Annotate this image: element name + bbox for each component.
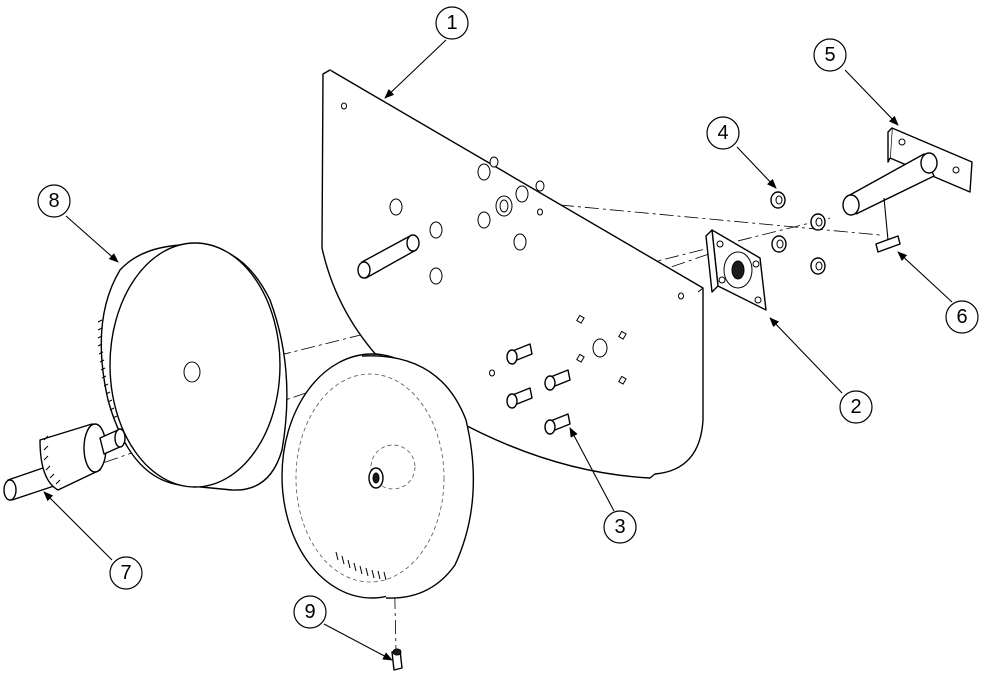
set-pin	[391, 648, 403, 671]
balloon-3: 3	[603, 510, 637, 544]
balloon-8: 8	[37, 184, 71, 218]
leader-lines	[43, 39, 953, 661]
balloon-1-label: 1	[446, 12, 457, 34]
pins	[506, 343, 571, 435]
pinion-shaft	[3, 423, 126, 501]
balloon-7: 7	[109, 556, 143, 590]
balloon-2-label: 2	[850, 396, 861, 418]
large-gear	[97, 242, 288, 491]
balloon-9: 9	[293, 595, 327, 629]
balloon-7-label: 7	[120, 562, 131, 584]
nuts	[770, 191, 826, 275]
balloon-5: 5	[813, 38, 847, 72]
balloon-8-label: 8	[48, 190, 59, 212]
balloon-1: 1	[435, 6, 469, 40]
balloon-4: 4	[706, 116, 740, 150]
balloon-5-label: 5	[824, 44, 835, 66]
balloon-6-label: 6	[956, 306, 967, 328]
balloon-4-label: 4	[717, 122, 728, 144]
flanged-shaft	[842, 127, 973, 216]
balloon-3-label: 3	[614, 516, 625, 538]
key	[875, 235, 901, 253]
bearing-flange	[705, 229, 767, 311]
balloon-6: 6	[945, 300, 979, 334]
balloon-2: 2	[839, 390, 873, 424]
balloon-9-label: 9	[304, 601, 315, 623]
front-disc	[281, 353, 475, 599]
